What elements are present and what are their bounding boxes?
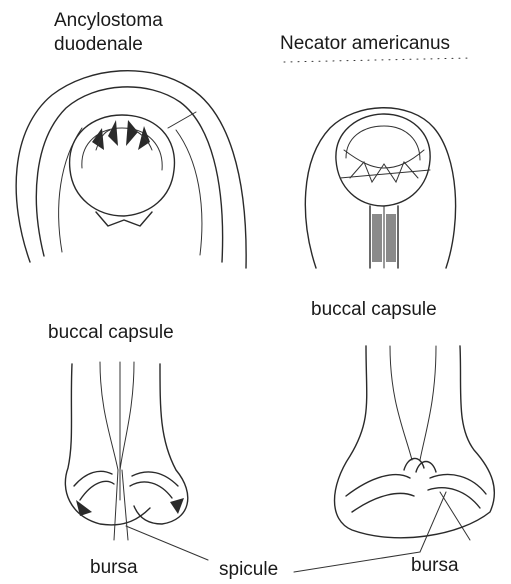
label-bursa-left: bursa — [90, 557, 138, 579]
label-bursa-right: bursa — [411, 555, 459, 577]
label-ancylostoma-line1: Ancylostoma — [54, 10, 163, 32]
label-buccal-capsule-right: buccal capsule — [311, 299, 437, 321]
label-buccal-capsule-left: buccal capsule — [48, 322, 174, 344]
label-necator: Necator americanus — [280, 33, 450, 55]
ancylostoma-bursa-drawing — [65, 362, 187, 540]
necator-head-drawing — [284, 58, 470, 268]
label-ancylostoma-line2: duodenale — [54, 34, 143, 56]
necator-bursa-drawing — [335, 346, 495, 540]
label-spicule: spicule — [219, 559, 278, 581]
ancylostoma-head-drawing — [16, 71, 246, 268]
